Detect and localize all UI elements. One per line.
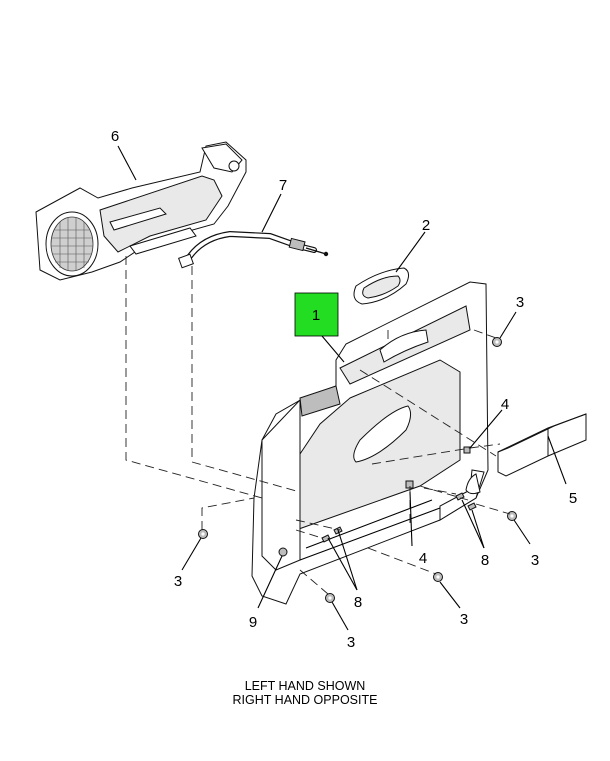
door-trim-panel[interactable]	[251, 281, 489, 605]
callout-7[interactable]: 7	[279, 177, 287, 194]
callout-labels: 1 2 3 3 3 3 3 4 4 5 6 7 8 8 9	[111, 128, 577, 651]
fastener-3-upper-right[interactable]	[492, 337, 502, 347]
fastener-3-right[interactable]	[507, 511, 517, 521]
handle-bezel[interactable]	[353, 267, 410, 305]
speaker-grille	[45, 211, 99, 277]
wiring-harness[interactable]	[178, 230, 329, 269]
callout-5[interactable]: 5	[569, 490, 577, 507]
callout-9[interactable]: 9	[249, 614, 257, 631]
clip-4-upper[interactable]	[463, 446, 471, 454]
highlight-box-item-1[interactable]	[294, 292, 339, 337]
fastener-3-left[interactable]	[198, 529, 208, 539]
clips-8-right[interactable]	[455, 492, 477, 511]
callout-8-bottom[interactable]: 8	[354, 594, 362, 611]
callout-3-bottom-center[interactable]: 3	[460, 611, 468, 628]
callout-3-upper-right[interactable]: 3	[516, 294, 524, 311]
callout-4-lower[interactable]: 4	[419, 550, 427, 567]
callout-8-right[interactable]: 8	[481, 552, 489, 569]
caption-line-2: RIGHT HAND OPPOSITE	[232, 693, 378, 707]
installation-paths	[125, 256, 511, 595]
foam-pad[interactable]	[497, 413, 587, 477]
fastener-3-bottom-center[interactable]	[433, 572, 443, 582]
callout-3-left[interactable]: 3	[174, 573, 182, 590]
callout-6[interactable]: 6	[111, 128, 119, 145]
caption-line-1: LEFT HAND SHOWN	[244, 679, 366, 693]
clip-4-lower[interactable]	[405, 480, 414, 489]
callout-3-right[interactable]: 3	[531, 552, 539, 569]
leader-lines	[117, 145, 567, 631]
callout-2[interactable]: 2	[422, 217, 430, 234]
callout-3-bottom-left[interactable]: 3	[347, 634, 355, 651]
callout-1[interactable]: 1	[312, 307, 320, 324]
fastener-3-bottom-left[interactable]	[325, 593, 335, 603]
callout-4-upper[interactable]: 4	[501, 396, 509, 413]
clip-9[interactable]	[278, 547, 288, 557]
